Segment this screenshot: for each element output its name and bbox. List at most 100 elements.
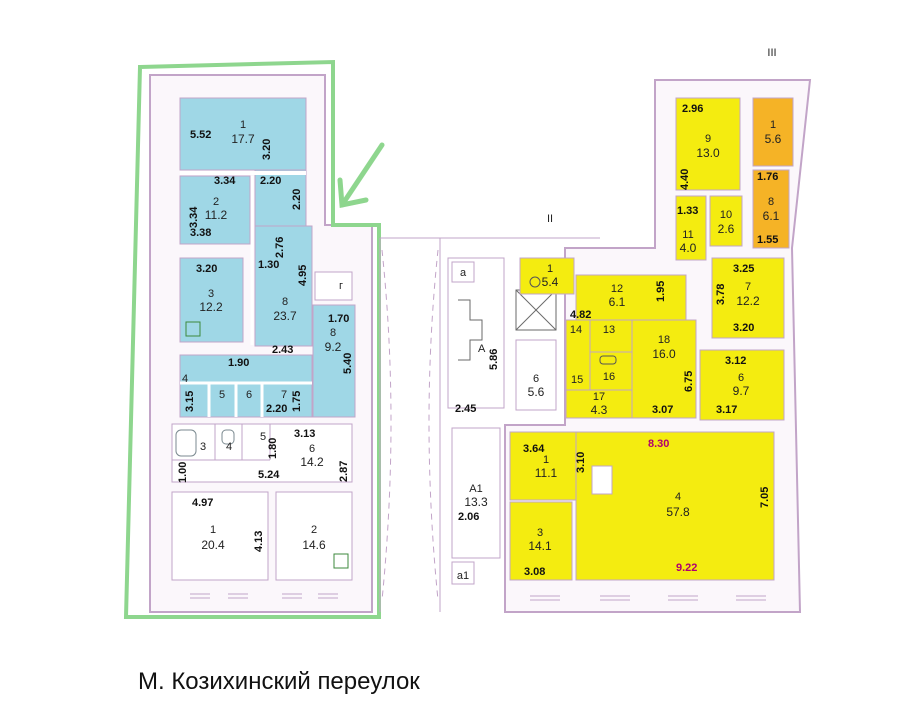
room-number: 3 (200, 441, 206, 453)
room-number: А1 (469, 483, 482, 495)
room-number: 1 (210, 524, 216, 536)
room-number: 8 (330, 327, 336, 339)
dimension-label: 1.95 (655, 281, 667, 302)
window-icon (190, 593, 338, 599)
room-number: 16 (603, 371, 615, 383)
room-area: 14.1 (528, 539, 552, 553)
bathtub-icon (175, 429, 197, 457)
room-number: 4 (675, 491, 681, 503)
room-number: 2 (311, 524, 317, 536)
dimension-label: 2.06 (458, 511, 479, 523)
dimension-label: 3.20 (733, 322, 754, 334)
dimension-label: 3.64 (523, 443, 545, 455)
radiator-icon (185, 321, 201, 337)
room-area: 6.1 (609, 295, 626, 309)
dimension-label: 3.10 (575, 452, 587, 473)
boiler-icon (529, 276, 541, 288)
left-building: 1 17.7 2 11.2 3 12.2 8 23.7 8 9.2 4 5 6 … (149, 74, 373, 613)
dimension-label: 1.90 (228, 357, 249, 369)
dimension-label: 7.05 (759, 487, 771, 508)
room-number: 1 (240, 119, 246, 131)
dimension-label: 2.76 (274, 237, 286, 258)
room-area: 16.0 (652, 347, 676, 361)
dimension-label: 4.95 (297, 265, 309, 286)
dimension-label: 4.13 (253, 531, 265, 552)
room-area: 17.7 (231, 132, 255, 146)
radiator-icon (333, 553, 349, 569)
dimension-label: 1.55 (757, 234, 778, 246)
yellow-room-3 (509, 501, 573, 581)
dimension-label: 1.76 (757, 171, 778, 183)
room-number: 8 (282, 296, 288, 308)
dimension-label: 1.70 (328, 313, 349, 325)
room-area: 9.7 (733, 384, 750, 398)
dimension-label: 3.20 (261, 139, 273, 160)
room-number: 6 (738, 372, 744, 384)
dimension-label: 2.45 (455, 403, 476, 415)
dimension-label: 3.34 (214, 175, 236, 187)
dimension-label: 5.52 (190, 129, 211, 141)
dimension-label: 3.38 (190, 227, 211, 239)
room-number: 5 (219, 389, 225, 401)
room-number: 11 (682, 229, 693, 241)
dimension-label: 2.20 (260, 175, 281, 187)
room-area: 2.6 (718, 222, 735, 236)
left-room-2-lower (275, 491, 353, 581)
yellow-room-9 (675, 97, 741, 191)
passage (379, 237, 600, 612)
room-number: 7 (281, 389, 287, 401)
dimension-label: 6.75 (683, 371, 695, 392)
room-number: 6 (309, 443, 315, 455)
dimension-label: 3.25 (733, 263, 754, 275)
dimension-label: 5.40 (342, 353, 354, 374)
yellow-room-7 (711, 257, 785, 339)
room-area: 57.8 (666, 505, 690, 519)
dimension-label: 1.33 (677, 205, 698, 217)
dimension-label: 3.13 (294, 428, 315, 440)
stairwell: а А 5.86 2.45 6 5.6 А1 13.3 2.06 а1 (447, 257, 557, 585)
blue-room-1 (179, 97, 307, 171)
room-area: 5.6 (765, 132, 782, 146)
left-lower-wet-rooms (171, 423, 353, 483)
room-area: 20.4 (201, 538, 225, 552)
blue-room-lower-row (179, 354, 313, 418)
room-number: 6 (533, 373, 539, 385)
dimension-label: 1.30 (258, 259, 279, 271)
blue-room-2 (179, 175, 251, 245)
right-building: III II 9 13.0 10 2.6 11 4.0 7 12.2 1 5.4… (504, 47, 812, 613)
dimension-label: 3.12 (725, 355, 746, 367)
dimension-label: 1.75 (291, 391, 303, 412)
room-area: 5.4 (542, 275, 559, 289)
yellow-wet-rooms (565, 319, 633, 391)
room-area: 14.6 (302, 538, 326, 552)
stair-label: А (478, 343, 486, 355)
dimension-label: 3.08 (524, 566, 545, 578)
yellow-room-17 (565, 389, 633, 419)
room-area: 11.2 (205, 208, 228, 222)
section-marker: II (547, 213, 553, 225)
left-room-1-lower (171, 491, 269, 581)
toilet-icon (221, 429, 235, 445)
yellow-room-6 (699, 349, 785, 421)
yellow-room-11 (675, 195, 707, 261)
room-number: г (339, 280, 343, 292)
yellow-room-12 (575, 274, 687, 321)
yellow-room-1-small (519, 257, 575, 295)
room-number: 17 (593, 391, 605, 403)
room-number: 18 (658, 334, 670, 346)
room-number: 10 (720, 209, 732, 221)
room-label: а1 (457, 570, 469, 582)
dimension-label: 3.07 (652, 404, 673, 416)
highlight-outline (123, 59, 381, 619)
dimension-label: 3.34 (188, 206, 200, 228)
room-number: 4 (182, 373, 188, 385)
room-number: 6 (246, 389, 252, 401)
pointer-arrow-icon (337, 142, 385, 209)
dimension-label: 8.30 (648, 438, 669, 450)
room-number: 7 (745, 281, 751, 293)
dimension-label: 2.43 (272, 344, 293, 356)
room-area: 12.2 (736, 294, 760, 308)
room-area: 4.0 (680, 241, 697, 255)
room-area: 23.7 (273, 309, 297, 323)
